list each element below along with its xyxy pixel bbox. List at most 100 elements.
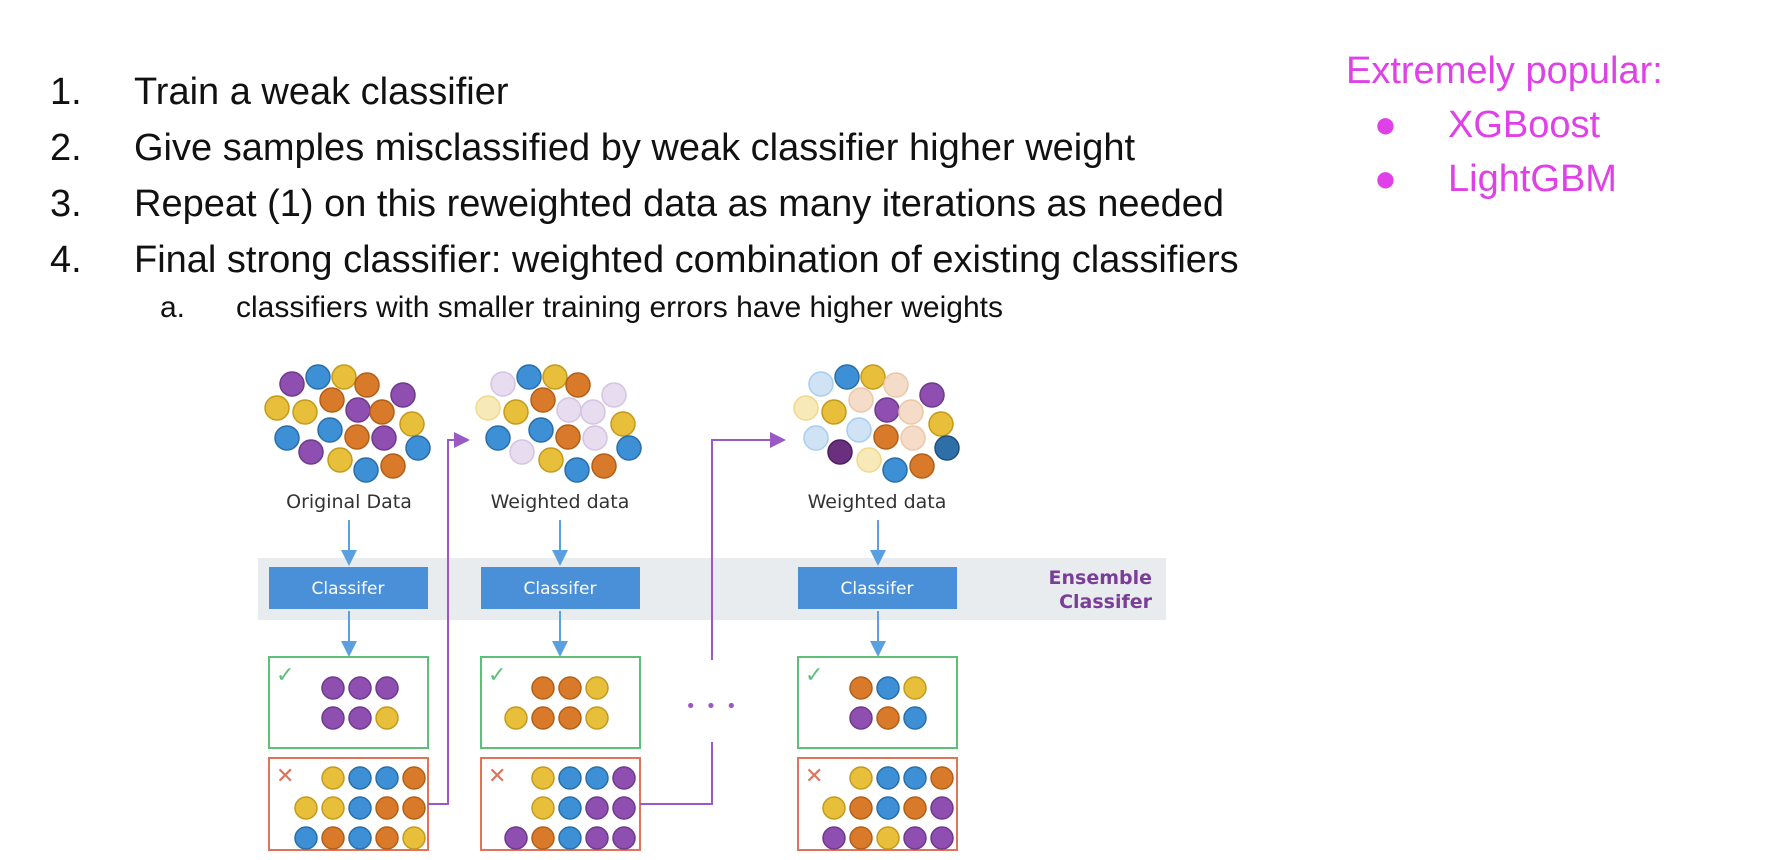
sample-dot bbox=[934, 435, 960, 461]
sample-dot bbox=[348, 676, 372, 700]
bullet-icon: ● bbox=[1374, 158, 1397, 200]
classifier-box bbox=[481, 567, 640, 609]
sample-dot bbox=[294, 826, 318, 850]
sample-dot bbox=[610, 411, 636, 437]
sample-dot bbox=[402, 796, 426, 820]
sample-dot bbox=[601, 382, 627, 408]
misclassified-samples bbox=[294, 766, 426, 850]
correct-box bbox=[480, 656, 641, 749]
cross-icon: ✕ bbox=[488, 764, 506, 789]
bullet-icon: ● bbox=[1374, 104, 1397, 146]
data-label: Weighted data bbox=[808, 491, 947, 513]
sample-dot bbox=[504, 706, 528, 730]
sample-dot bbox=[558, 676, 582, 700]
step-number: 1. bbox=[50, 71, 82, 113]
sample-dot bbox=[849, 796, 873, 820]
sample-dot bbox=[827, 439, 853, 465]
ensemble-label: Classifer bbox=[1059, 591, 1153, 613]
sample-dot bbox=[903, 706, 927, 730]
correct-samples bbox=[321, 676, 399, 730]
sample-dot bbox=[369, 399, 395, 425]
step-text: Final strong classifier: weighted combin… bbox=[134, 239, 1239, 281]
popular-item-label: XGBoost bbox=[1448, 104, 1601, 146]
sample-dot bbox=[345, 397, 371, 423]
sample-dot bbox=[348, 826, 372, 850]
popular-item-lightgbm: ● LightGBM bbox=[1346, 152, 1663, 206]
sample-dot bbox=[327, 447, 353, 473]
sample-dot bbox=[930, 826, 954, 850]
reweight-flow-line bbox=[640, 742, 713, 805]
check-icon: ✓ bbox=[276, 663, 294, 688]
step-number: 2. bbox=[50, 127, 82, 169]
sample-dot bbox=[292, 399, 318, 425]
sample-dot bbox=[305, 364, 331, 390]
sample-dot bbox=[531, 796, 555, 820]
popular-title: Extremely popular: bbox=[1346, 50, 1663, 92]
sample-dot bbox=[903, 826, 927, 850]
sample-dot bbox=[490, 371, 516, 397]
column-1: Original Data Classifer ✓ ✕ bbox=[264, 364, 431, 851]
sample-dot bbox=[556, 397, 582, 423]
sample-dot bbox=[903, 796, 927, 820]
sample-dot bbox=[531, 826, 555, 850]
sample-dot bbox=[298, 439, 324, 465]
sample-dot bbox=[909, 453, 935, 479]
sample-dot bbox=[834, 364, 860, 390]
sample-dot bbox=[582, 425, 608, 451]
sample-dot bbox=[849, 676, 873, 700]
sample-dot bbox=[585, 676, 609, 700]
sample-dot bbox=[516, 364, 542, 390]
popular-item-label: LightGBM bbox=[1448, 158, 1617, 200]
popular-libraries: Extremely popular: ● XGBoost ● LightGBM bbox=[1346, 44, 1663, 206]
step-number: 4. bbox=[50, 239, 82, 281]
sample-dot bbox=[331, 364, 357, 390]
sample-dot bbox=[903, 766, 927, 790]
sample-dot bbox=[793, 395, 819, 421]
popular-item-xgboost: ● XGBoost bbox=[1346, 98, 1663, 152]
sample-dot bbox=[344, 424, 370, 450]
sample-dot bbox=[900, 425, 926, 451]
sample-dot bbox=[528, 417, 554, 443]
sample-dot bbox=[475, 395, 501, 421]
sample-dot bbox=[874, 397, 900, 423]
sample-dot bbox=[375, 796, 399, 820]
sample-dot bbox=[348, 796, 372, 820]
sample-dot bbox=[849, 826, 873, 850]
sample-dot bbox=[531, 766, 555, 790]
sample-dot bbox=[531, 706, 555, 730]
data-label: Original Data bbox=[286, 491, 412, 513]
classifier-label: Classifer bbox=[524, 579, 597, 599]
sample-dot bbox=[822, 826, 846, 850]
reweight-flow-line bbox=[711, 432, 786, 660]
sample-dot bbox=[531, 676, 555, 700]
sample-dot bbox=[876, 676, 900, 700]
classifier-label: Classifer bbox=[841, 579, 914, 599]
sample-dot bbox=[348, 706, 372, 730]
sample-dot bbox=[876, 706, 900, 730]
sample-dot bbox=[558, 706, 582, 730]
sample-dot bbox=[930, 796, 954, 820]
sample-dot bbox=[354, 372, 380, 398]
sample-dot bbox=[321, 796, 345, 820]
substep-number: a. bbox=[160, 291, 186, 324]
sample-dot bbox=[612, 826, 636, 850]
classifier-box bbox=[798, 567, 957, 609]
sample-dot bbox=[380, 453, 406, 479]
sample-dot bbox=[849, 766, 873, 790]
correct-samples bbox=[849, 676, 927, 730]
sample-dot bbox=[375, 676, 399, 700]
sample-dot bbox=[509, 439, 535, 465]
sample-dot bbox=[876, 826, 900, 850]
sample-dot bbox=[555, 424, 581, 450]
sample-dot bbox=[538, 447, 564, 473]
sample-dot bbox=[264, 395, 290, 421]
sample-dot bbox=[321, 826, 345, 850]
sample-dot bbox=[558, 826, 582, 850]
sample-dot bbox=[883, 372, 909, 398]
sample-dot bbox=[565, 372, 591, 398]
sample-dot bbox=[321, 706, 345, 730]
cross-icon: ✕ bbox=[276, 764, 294, 789]
sample-dot bbox=[348, 766, 372, 790]
sample-dot bbox=[585, 766, 609, 790]
sample-dot bbox=[294, 796, 318, 820]
